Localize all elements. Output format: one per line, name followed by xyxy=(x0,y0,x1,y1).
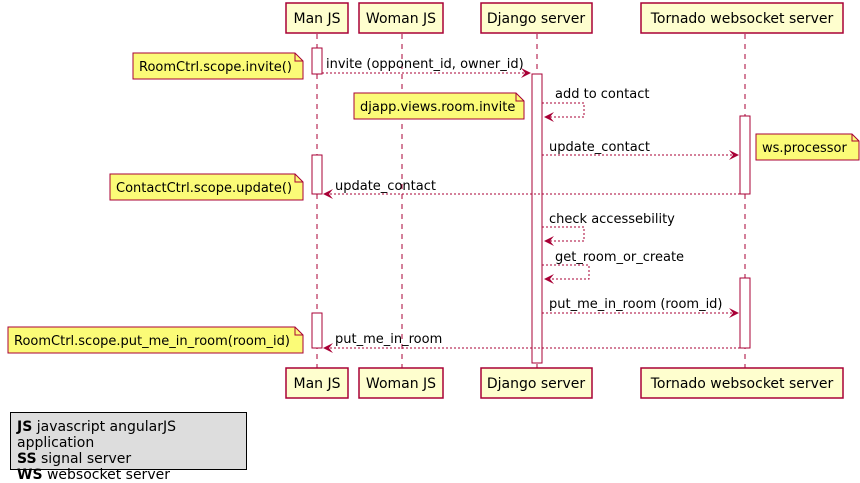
note-djapp-invite: djapp.views.room.invite xyxy=(353,92,525,120)
message-get-room-arrow xyxy=(542,264,590,284)
participant-label: Django server xyxy=(487,11,586,27)
activation-tornado-2 xyxy=(739,277,751,349)
legend-abbr: SS xyxy=(17,451,37,467)
legend-text: websocket server xyxy=(46,467,170,483)
message-get-room-label: get_room_or_create xyxy=(555,250,684,265)
activation-man-3 xyxy=(311,312,323,349)
activation-tornado-1 xyxy=(739,115,751,195)
note-roomctrl-put: RoomCtrl.scope.put_me_in_room(room_id) xyxy=(7,326,304,354)
activation-django xyxy=(531,73,543,364)
note-text: RoomCtrl.scope.put_me_in_room(room_id) xyxy=(14,334,290,349)
message-invite-label: invite (opponent_id, owner_id) xyxy=(326,57,524,72)
participant-label: Man JS xyxy=(294,376,341,392)
legend-row: SS signal server xyxy=(17,451,246,467)
participant-django-top: Django server xyxy=(480,2,593,34)
participant-tornado-top: Tornado websocket server xyxy=(640,2,844,34)
participant-django-bottom: Django server xyxy=(480,367,593,399)
message-check-arrow xyxy=(542,226,585,246)
sequence-diagram: Man JS Woman JS Django server Tornado we… xyxy=(7,2,860,399)
participant-tornado-bottom: Tornado websocket server xyxy=(640,367,844,399)
participant-man-top: Man JS xyxy=(285,2,349,34)
note-roomctrl-invite: RoomCtrl.scope.invite() xyxy=(132,52,304,80)
message-update-contact-1-label: update_contact xyxy=(549,140,650,155)
activation-man-2 xyxy=(311,154,323,195)
legend-box: JS javascript angularJS application SS s… xyxy=(10,412,247,483)
note-contactctrl-update: ContactCtrl.scope.update() xyxy=(109,173,304,201)
message-update-contact-2-label: update_contact xyxy=(335,179,436,194)
participant-label: Tornado websocket server xyxy=(650,376,834,392)
participant-man-bottom: Man JS xyxy=(285,367,349,399)
note-text: ContactCtrl.scope.update() xyxy=(116,181,292,196)
legend-abbr: WS xyxy=(17,467,43,483)
note-ws-processor: ws.processor xyxy=(755,133,860,161)
participant-woman-bottom: Woman JS xyxy=(358,367,444,399)
note-text: RoomCtrl.scope.invite() xyxy=(139,60,292,75)
legend-abbr: JS xyxy=(17,419,33,435)
participant-label: Django server xyxy=(487,376,586,392)
legend-row: JS javascript angularJS application xyxy=(17,419,246,451)
participant-label: Woman JS xyxy=(366,11,436,27)
participant-woman-top: Woman JS xyxy=(358,2,444,34)
message-put-me-back-label: put_me_in_room xyxy=(335,332,442,347)
participant-label: Tornado websocket server xyxy=(650,11,834,27)
legend-row: WS websocket server xyxy=(17,467,246,483)
message-check-label: check accessebility xyxy=(549,212,675,227)
note-text: ws.processor xyxy=(762,141,847,156)
note-text: djapp.views.room.invite xyxy=(360,100,515,115)
legend-text: signal server xyxy=(41,451,132,467)
activation-man-1 xyxy=(311,47,323,75)
message-put-me-label: put_me_in_room (room_id) xyxy=(549,297,723,312)
message-add-contact-arrow xyxy=(542,102,585,122)
participant-label: Man JS xyxy=(294,11,341,27)
message-add-contact-label: add to contact xyxy=(555,87,649,102)
legend-text: javascript angularJS application xyxy=(17,419,176,451)
participant-label: Woman JS xyxy=(366,376,436,392)
